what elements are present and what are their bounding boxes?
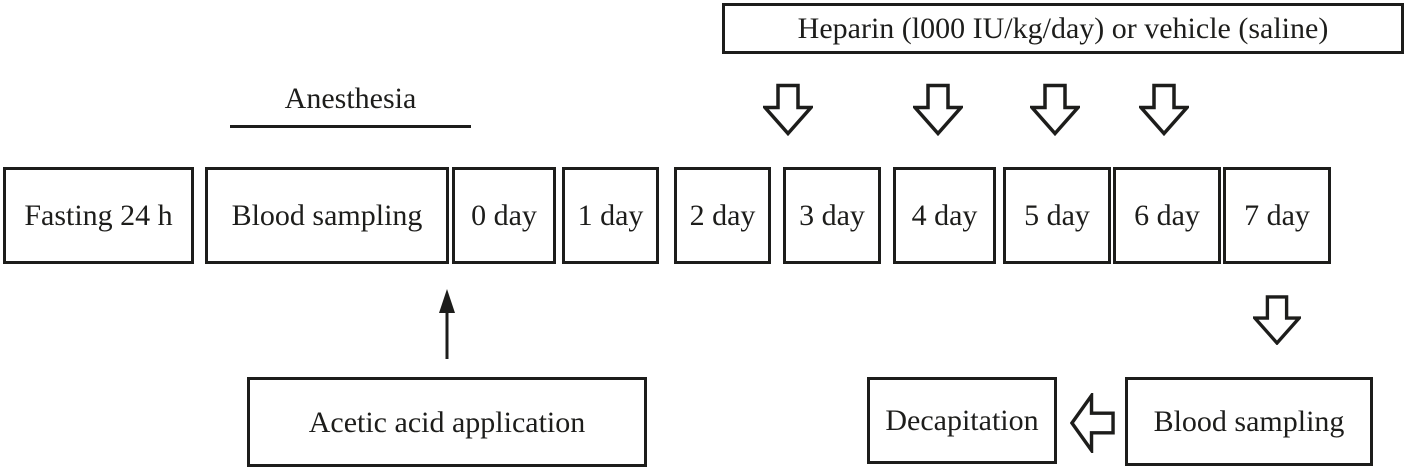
decapitation-box: Decapitation (867, 377, 1057, 464)
down-block-arrow-icon (1030, 83, 1080, 136)
timeline-box-day-6: 6 day (1113, 167, 1221, 264)
down-block-arrow-icon (763, 83, 813, 136)
timeline-box-day-3: 3 day (783, 167, 881, 264)
down-block-arrow-icon (913, 83, 963, 136)
acetic-acid-application-box: Acetic acid application (247, 377, 647, 467)
down-block-arrow-icon (1139, 83, 1189, 136)
anesthesia-underline (230, 125, 471, 128)
left-block-arrow-icon (1070, 393, 1115, 453)
timeline-box-day-2: 2 day (674, 167, 771, 264)
down-block-arrow-icon (1253, 295, 1301, 345)
timeline-box-day-4: 4 day (893, 167, 996, 264)
anesthesia-label: Anesthesia (284, 82, 417, 115)
up-thin-arrow-icon (437, 289, 457, 360)
timeline-box-day-0: 0 day (452, 167, 556, 264)
heparin-treatment-box: Heparin (l000 IU/kg/day) or vehicle (sal… (722, 3, 1404, 54)
timeline-box-day-5: 5 day (1003, 167, 1111, 264)
timeline-box-fasting: Fasting 24 h (3, 167, 194, 264)
timeline-box-day-1: 1 day (562, 167, 659, 264)
timeline-box-blood-sampling: Blood sampling (205, 167, 449, 264)
final-blood-sampling-box: Blood sampling (1125, 377, 1373, 466)
timeline-box-day-7: 7 day (1223, 167, 1331, 264)
